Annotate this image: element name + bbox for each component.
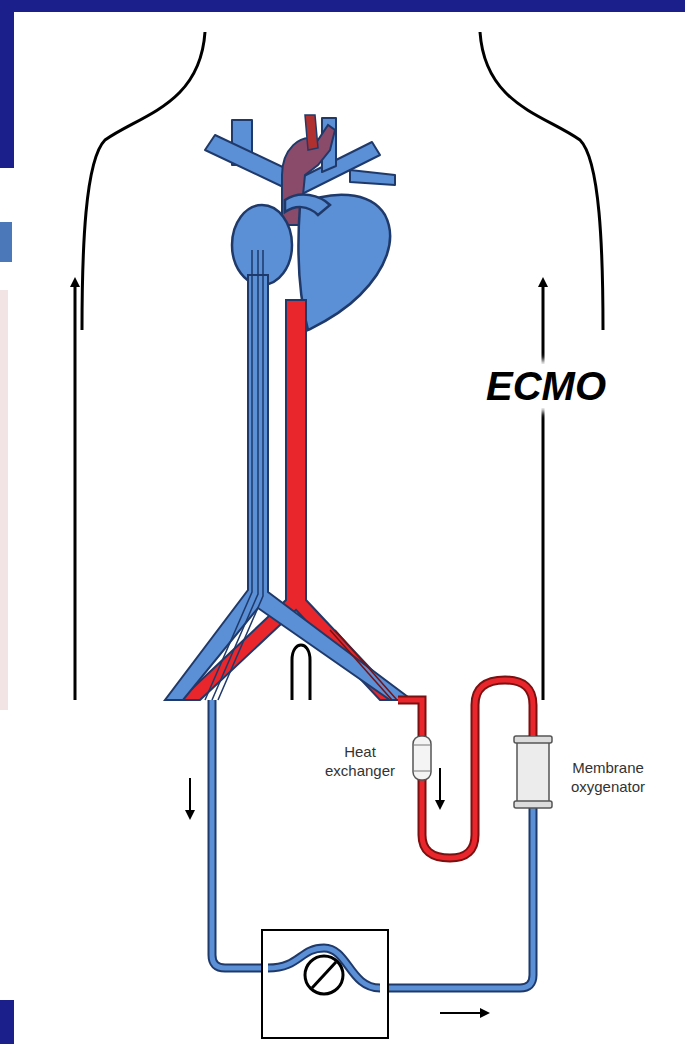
arterial-tubing bbox=[422, 680, 533, 858]
carotid bbox=[305, 115, 318, 150]
pump-housing bbox=[262, 930, 388, 1038]
venous-tubing bbox=[212, 700, 268, 968]
flow-arrow bbox=[440, 1012, 485, 1014]
venous-tubing bbox=[380, 805, 533, 988]
venous-tubing bbox=[380, 805, 533, 988]
flow-arrow bbox=[74, 282, 77, 700]
diagram-title: ECMO bbox=[482, 364, 610, 408]
pump-rotor bbox=[312, 962, 336, 988]
membrane-oxygenator bbox=[517, 740, 549, 804]
part-label: Membrane oxygenator bbox=[556, 758, 660, 796]
flow-arrow bbox=[542, 282, 545, 700]
frame-fragment bbox=[0, 222, 12, 262]
pump-rotor bbox=[305, 956, 343, 994]
vena-cava bbox=[165, 275, 412, 700]
part-label: Heat exchanger bbox=[318, 742, 402, 780]
venous-tubing bbox=[212, 700, 268, 968]
frame-fragment bbox=[0, 290, 8, 710]
heat-exchanger bbox=[413, 736, 431, 780]
arterial-cannula bbox=[330, 630, 397, 700]
flow-arrow bbox=[189, 778, 191, 815]
venous-cannula bbox=[205, 250, 263, 700]
frame-bar bbox=[0, 0, 14, 168]
frame-bar bbox=[0, 0, 685, 12]
arterial-tubing bbox=[422, 680, 533, 858]
frame-bar bbox=[0, 1000, 14, 1044]
flow-arrow bbox=[439, 768, 441, 805]
